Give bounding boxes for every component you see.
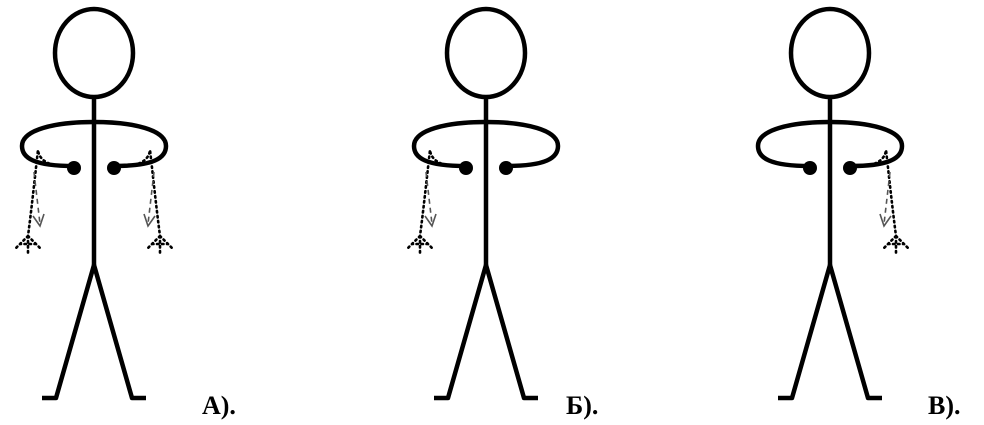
dotted-arm-line	[418, 149, 468, 238]
motion-arrow-head	[424, 213, 437, 228]
motion-arrow-line	[425, 171, 433, 225]
right-hand-dot	[499, 161, 513, 175]
stick-figure-b	[406, 6, 561, 401]
figure-label: В).	[928, 391, 961, 420]
right-leg	[827, 264, 882, 401]
dotted-arm-line	[26, 149, 76, 238]
right-leg	[91, 264, 146, 401]
dropped-arm-right	[112, 149, 174, 256]
right-hand-dot	[107, 161, 121, 175]
dotted-arm-line	[112, 149, 162, 238]
dotted-hand	[406, 234, 434, 256]
motion-arrow-head	[143, 213, 156, 228]
dropped-arm-left	[14, 149, 76, 256]
motion-arrow-line	[883, 171, 891, 225]
dropped-arm-right	[848, 149, 910, 256]
motion-arrow-head	[32, 213, 45, 228]
motion-arrow-head	[879, 213, 892, 228]
figure-label: Б).	[566, 391, 598, 420]
head	[444, 6, 528, 100]
left-leg	[778, 264, 833, 401]
stick-figure-v	[755, 6, 910, 401]
motion-arrow-line	[147, 171, 155, 225]
right-hand-dot	[843, 161, 857, 175]
head	[52, 6, 136, 100]
dotted-hand	[146, 234, 174, 256]
arm-ring	[19, 119, 169, 169]
dotted-hand	[882, 234, 910, 256]
head	[788, 6, 872, 100]
left-leg	[42, 264, 97, 401]
left-hand-dot	[67, 161, 81, 175]
arm-ring	[411, 119, 561, 169]
left-hand-dot	[803, 161, 817, 175]
arm-ring	[755, 119, 905, 169]
dotted-arm-line	[848, 149, 898, 238]
figure-label: А).	[202, 391, 236, 420]
dotted-hand	[14, 234, 42, 256]
motion-arrow-line	[33, 171, 41, 225]
dropped-arm-left	[406, 149, 468, 256]
right-leg	[483, 264, 538, 401]
left-leg	[434, 264, 489, 401]
left-hand-dot	[459, 161, 473, 175]
stick-figure-a	[14, 6, 174, 401]
